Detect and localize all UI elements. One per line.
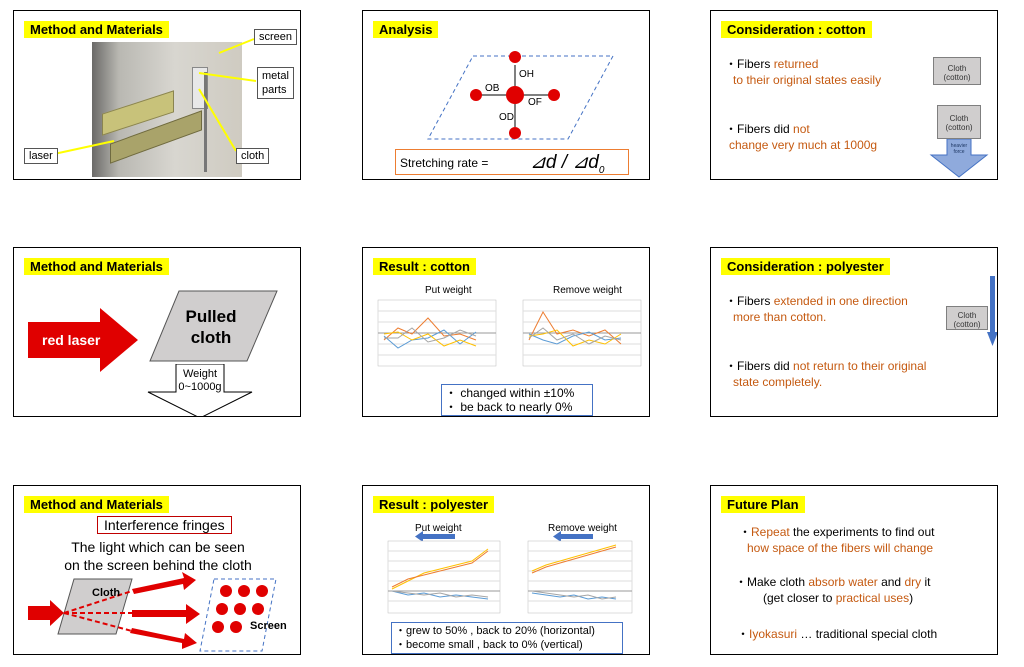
slide-analysis: Analysis OH OB OF OD Stretching rate = ⊿… xyxy=(362,10,650,180)
bullet-3: ・Iyokasuri … traditional special cloth xyxy=(737,627,938,641)
screen-label: Screen xyxy=(250,620,287,632)
bullet-1: ・Fibers extended in one direction more t… xyxy=(725,294,908,324)
slide-title: Method and Materials xyxy=(24,258,169,275)
cloth-box-1: Cloth(cotton) xyxy=(933,57,981,85)
bottom-dot xyxy=(509,127,521,139)
chart-remove-title: Remove weight xyxy=(548,523,617,534)
cloth-box-2: Cloth(cotton) xyxy=(937,105,981,139)
left-dot xyxy=(470,89,482,101)
bullet-1: ・Repeat the experiments to find out how … xyxy=(739,525,935,555)
label-ob: OB xyxy=(485,83,500,94)
bullet-2: ・Fibers did not return to their original… xyxy=(725,359,927,389)
slide-title: Result : cotton xyxy=(373,258,476,275)
line-1: The light which can be seen xyxy=(71,539,245,555)
fringes-box: Interference fringes xyxy=(97,516,232,534)
center-dot xyxy=(506,86,524,104)
formula-expr: ⊿d / ⊿d0 xyxy=(530,152,605,176)
remove-chart xyxy=(522,299,642,367)
top-dot xyxy=(509,51,521,63)
analysis-diagram xyxy=(427,51,614,140)
remove-chart xyxy=(527,540,633,614)
put-chart xyxy=(387,540,501,614)
pointer-lines xyxy=(53,38,257,155)
slide-result-cotton: Result : cotton Put weight Remove weight… xyxy=(362,247,650,417)
chart-remove-title: Remove weight xyxy=(553,285,622,296)
slide-consideration-cotton: Consideration : cotton ・Fibers returned … xyxy=(710,10,998,180)
bullet-1: ・Fibers returned to their original state… xyxy=(725,57,882,87)
bullet-2: ・Fibers did not change very much at 1000… xyxy=(725,122,878,152)
pulled-cloth-shape xyxy=(149,290,278,362)
slide-consideration-polyester: Consideration : polyester ・Fibers extend… xyxy=(710,247,998,417)
chart-put-title: Put weight xyxy=(415,523,462,534)
cotton-mini-charts xyxy=(377,299,642,367)
slide-title: Future Plan xyxy=(721,496,805,513)
slide-result-polyester: Result : polyester Put weight Remove wei… xyxy=(362,485,650,655)
slide-future-plan: Future Plan ・Repeat the experiments to f… xyxy=(710,485,998,655)
weight-arrow-icon xyxy=(147,364,253,416)
slide-title: Method and Materials xyxy=(24,21,169,38)
lab-photo xyxy=(92,42,242,177)
slide-title: Analysis xyxy=(373,21,439,38)
slide-title: Method and Materials xyxy=(24,496,169,513)
slide-method-materials-3: Method and Materials Interference fringe… xyxy=(13,485,301,655)
slide-title: Result : polyester xyxy=(373,496,495,513)
label-oh: OH xyxy=(519,69,534,80)
right-dot xyxy=(548,89,560,101)
down-arrow-icon xyxy=(929,139,989,178)
interference-diagram xyxy=(28,572,277,652)
formula-box: Stretching rate = ⊿d / ⊿d0 xyxy=(395,149,629,176)
chart-put-title: Put weight xyxy=(425,285,472,296)
result-box: ・grew to 50% , back to 20% (horizontal) … xyxy=(391,622,623,654)
slide-title: Consideration : polyester xyxy=(721,258,890,275)
cloth-box: Cloth(cotton) xyxy=(946,306,988,330)
red-laser-label: red laser xyxy=(42,332,101,348)
label-of: OF xyxy=(528,97,542,108)
label-cloth: cloth xyxy=(236,148,270,164)
slide-method-materials-1: Method and Materials screen metal parts … xyxy=(13,10,301,180)
label-parts: parts xyxy=(262,84,287,96)
label-screen: screen xyxy=(254,29,298,45)
put-chart xyxy=(377,299,497,367)
line-2: on the screen behind the cloth xyxy=(64,557,252,573)
polyester-mini-charts xyxy=(387,531,633,614)
label-od: OD xyxy=(499,112,514,123)
formula-prefix: Stretching rate = xyxy=(400,156,489,170)
down-arrow-icon xyxy=(987,276,997,346)
cloth-label: Cloth xyxy=(92,587,121,599)
label-metal-parts: metal parts xyxy=(257,67,294,99)
slide-title: Consideration : cotton xyxy=(721,21,872,38)
red-laser-arrow-icon xyxy=(28,308,138,372)
result-box: ・ changed within ±10% ・ be back to nearl… xyxy=(441,384,593,416)
bullet-2: ・Make cloth absorb water and dry it (get… xyxy=(735,575,931,605)
label-metal: metal xyxy=(262,70,289,82)
label-laser: laser xyxy=(24,148,58,164)
